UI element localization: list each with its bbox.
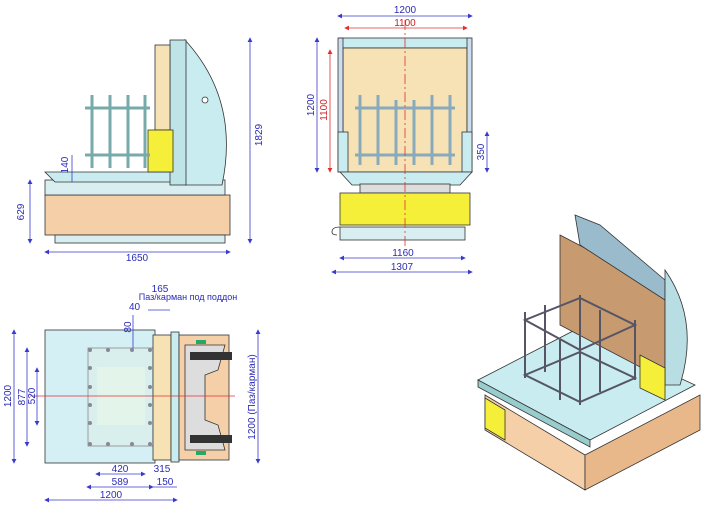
side-view: 1829 629 140 1650 [16,37,265,264]
dim-top-589: 589 [112,477,129,488]
side-board [154,44,171,131]
isometric-view [477,214,701,491]
iso-pallet-frame [522,295,638,405]
dim-top-1200-bottom: 1200 [100,490,123,501]
dim-side-height-total: 1829 [254,123,265,146]
dim-top-520: 520 [27,387,38,404]
top-pallet-bolts [88,348,152,446]
dim-front-side-height: 350 [476,143,487,160]
dim-top-1200-right: 1200 (Паз/карман) [247,354,258,439]
dim-front-height-outer: 1200 [306,93,317,116]
dim-side-height-base: 629 [16,203,27,220]
dim-top-1200-left: 1200 [3,384,14,407]
dim-side-step: 140 [60,156,71,173]
dim-top-165: 165 [152,284,169,295]
top-note-pallet-slot: Паз/карман под поддон [139,292,237,302]
side-arc-plate [184,38,227,186]
front-pallet-frame [355,95,455,165]
dim-top-80: 80 [123,321,134,333]
dim-top-877: 877 [17,388,28,405]
dim-front-height-inner: 1100 [319,99,330,121]
dim-top-315: 315 [154,464,171,475]
front-view: 1200 1100 1200 1100 350 1160 1307 [306,5,490,275]
dim-front-base-width: 1160 [392,248,414,259]
dim-front-width-inner: 1100 [394,18,416,29]
dim-front-total-width: 1307 [391,262,414,273]
dim-front-width-outer: 1200 [394,5,417,16]
side-base-frame [44,194,231,236]
dim-top-150: 150 [157,477,174,488]
top-view: 165 Паз/карман под поддон 40 80 1200 877… [3,284,261,503]
side-pallet-frame [85,95,150,168]
side-yellow-block [147,129,174,173]
dim-side-length: 1650 [126,253,149,264]
dim-top-420: 420 [112,464,129,475]
dim-top-40: 40 [129,302,141,313]
